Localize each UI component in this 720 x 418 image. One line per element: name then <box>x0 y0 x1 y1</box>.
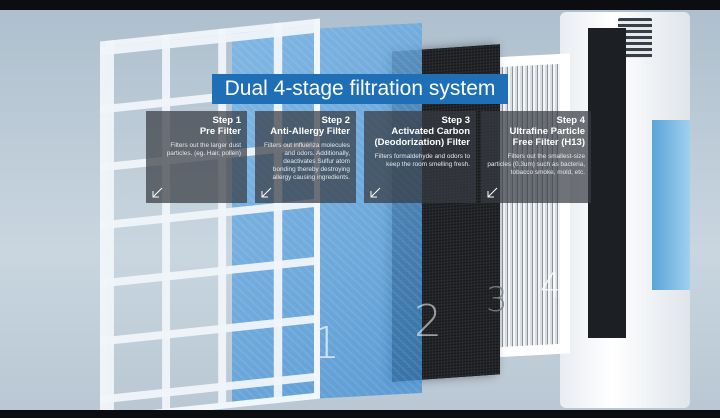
step-name: Activated Carbon (Deodorization) Filter <box>374 126 470 148</box>
page-title: Dual 4-stage filtration system <box>212 74 508 104</box>
layer-number-1: 1 <box>312 318 340 369</box>
step-description: Filters out the smallest-size particles … <box>487 153 585 176</box>
step-label: Step 4 <box>556 115 585 126</box>
arrow-down-left-icon <box>487 187 498 198</box>
step-label: Step 3 <box>441 115 470 126</box>
step-description: Filters out influenza molecules and odor… <box>264 142 350 181</box>
step-card-1: Step 1 Pre Filter Filters out the larger… <box>146 111 247 203</box>
arrow-down-left-icon <box>370 187 381 198</box>
step-name: Pre Filter <box>199 126 241 137</box>
layer-number-2: 2 <box>414 296 442 347</box>
step-description: Filters out the larger dust particles. (… <box>166 142 241 157</box>
step-description: Filters formaldehyde and odors to keep t… <box>374 153 470 168</box>
arrow-down-left-icon <box>261 187 272 198</box>
step-label: Step 2 <box>321 115 350 126</box>
step-card-4: Step 4 Ultrafine Particle Free Filter (H… <box>481 111 591 203</box>
step-card-2: Step 2 Anti-Allergy Filter Filters out i… <box>255 111 356 203</box>
rear-filter-layer <box>652 120 690 290</box>
step-label: Step 1 <box>212 115 241 126</box>
layer-number-4: 4 <box>540 266 562 306</box>
layer-number-3: 3 <box>486 280 508 320</box>
step-card-3: Step 3 Activated Carbon (Deodorization) … <box>364 111 476 203</box>
step-name: Ultrafine Particle Free Filter (H13) <box>509 126 586 148</box>
arrow-down-left-icon <box>152 187 163 198</box>
purifier-inner-frame <box>588 28 626 338</box>
step-name: Anti-Allergy Filter <box>270 126 350 137</box>
letterbox-bottom <box>0 410 720 418</box>
